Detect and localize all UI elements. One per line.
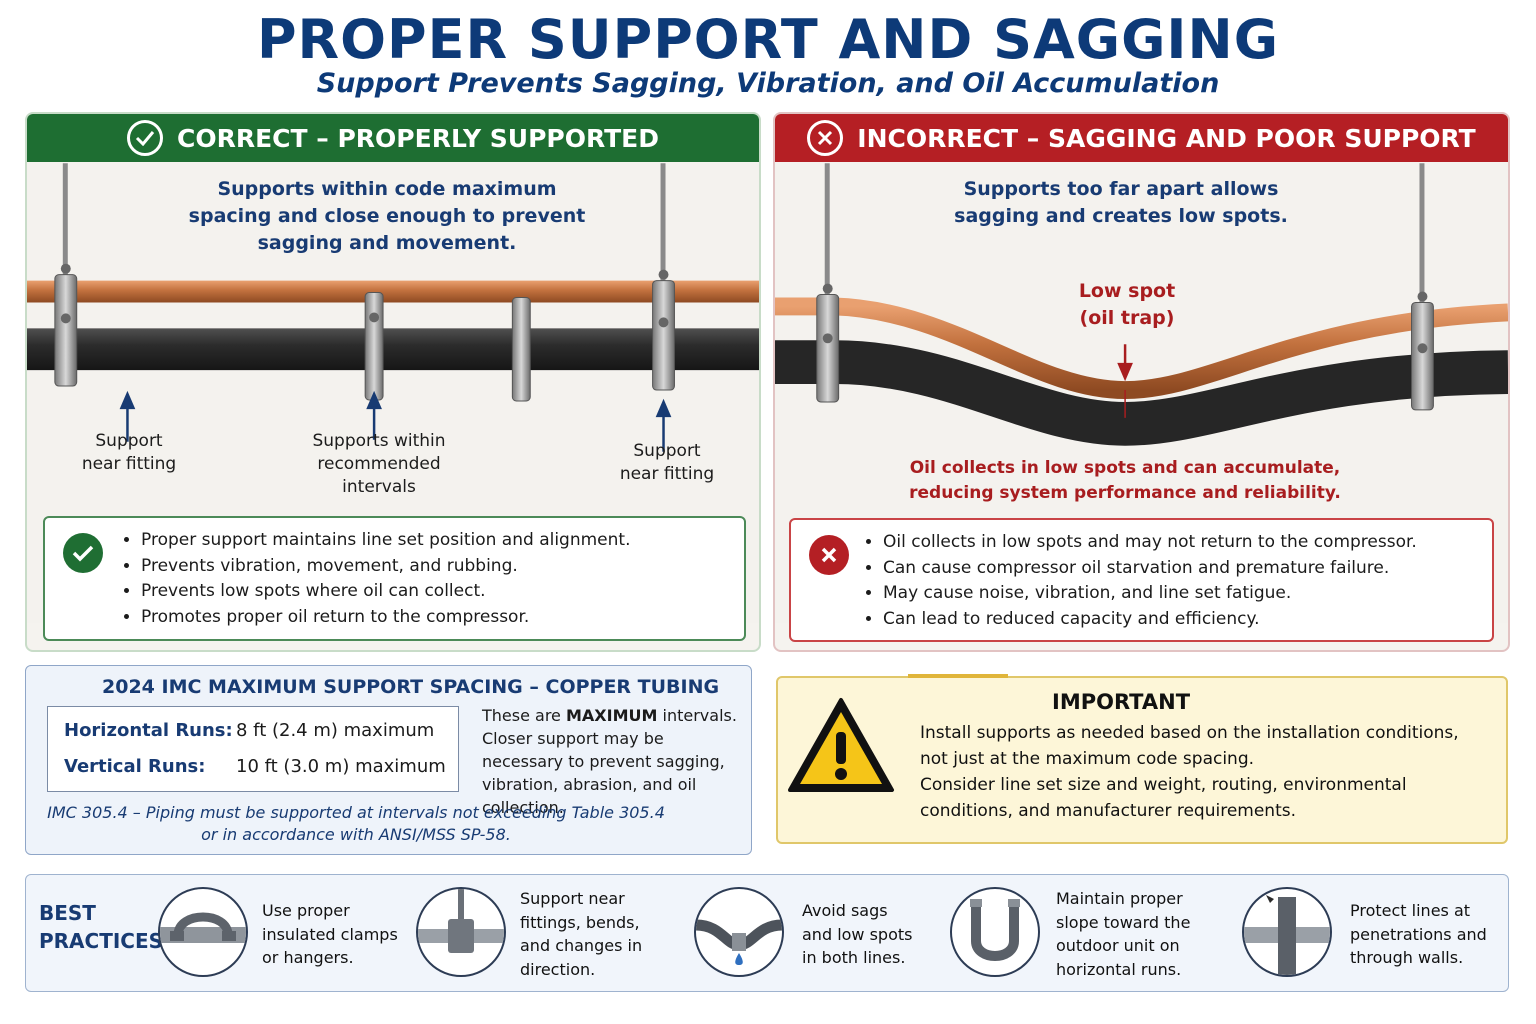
imc-title: 2024 IMC MAXIMUM SUPPORT SPACING – COPPE… — [102, 676, 720, 698]
wall-penetration-icon — [1242, 887, 1332, 977]
correct-benefits-box: Proper support maintains line set positi… — [43, 516, 746, 641]
important-tab — [908, 674, 1008, 678]
clamp-icon — [158, 887, 248, 977]
imc-spacing-table: Horizontal Runs:8 ft (2.4 m) maximum Ver… — [47, 706, 459, 792]
oil-accumulation-note: Oil collects in low spots and can accumu… — [909, 458, 1341, 503]
warning-icon — [788, 698, 894, 792]
incorrect-problems-box: Oil collects in low spots and may not re… — [789, 518, 1494, 642]
sag-drip-icon — [694, 887, 784, 977]
page-title: PROPER SUPPORT AND SAGGING — [256, 8, 1280, 71]
incorrect-panel: INCORRECT – SAGGING AND POOR SUPPORT Sup… — [773, 112, 1510, 652]
fitting-support-icon — [416, 887, 506, 977]
imc-spacing-box: 2024 IMC MAXIMUM SUPPORT SPACING – COPPE… — [25, 665, 752, 855]
incorrect-heading: INCORRECT – SAGGING AND POOR SUPPORT — [775, 114, 1508, 162]
correct-caption: Supports within code maximum spacing and… — [188, 178, 586, 254]
correct-heading: CORRECT – PROPERLY SUPPORTED — [27, 114, 759, 162]
check-circle-icon — [63, 533, 103, 573]
correct-heading-text: CORRECT – PROPERLY SUPPORTED — [176, 123, 660, 153]
check-icon — [126, 120, 163, 156]
page-subtitle: Support Prevents Sagging, Vibration, and… — [316, 68, 1220, 99]
imc-note: These are MAXIMUM intervals. Closer supp… — [482, 706, 737, 817]
imc-reference: IMC 305.4 – Piping must be supported at … — [47, 803, 665, 844]
important-title: IMPORTANT — [1052, 690, 1191, 714]
incorrect-heading-text: INCORRECT – SAGGING AND POOR SUPPORT — [857, 123, 1476, 153]
important-box: IMPORTANT Install supports as needed bas… — [776, 674, 1508, 844]
list-item: Promotes proper oil return to the compre… — [141, 605, 631, 631]
x-circle-icon — [809, 535, 849, 575]
list-item: Prevents low spots where oil can collect… — [141, 579, 631, 605]
low-spot-label: Low spot(oil trap) — [1078, 280, 1176, 329]
important-text: Install supports as needed based on the … — [920, 723, 1459, 821]
list-item: Oil collects in low spots and may not re… — [883, 530, 1417, 556]
incorrect-caption: Supports too far apart allows sagging an… — [954, 178, 1288, 227]
list-item: May cause noise, vibration, and line set… — [883, 581, 1417, 607]
u-bend-icon — [950, 887, 1040, 977]
correct-panel: CORRECT – PROPERLY SUPPORTED Supports wi… — [25, 112, 761, 652]
list-item: Prevents vibration, movement, and rubbin… — [141, 554, 631, 580]
list-item: Can cause compressor oil starvation and … — [883, 556, 1417, 582]
list-item: Can lead to reduced capacity and efficie… — [883, 607, 1417, 633]
list-item: Proper support maintains line set positi… — [141, 528, 631, 554]
x-icon — [807, 120, 844, 156]
